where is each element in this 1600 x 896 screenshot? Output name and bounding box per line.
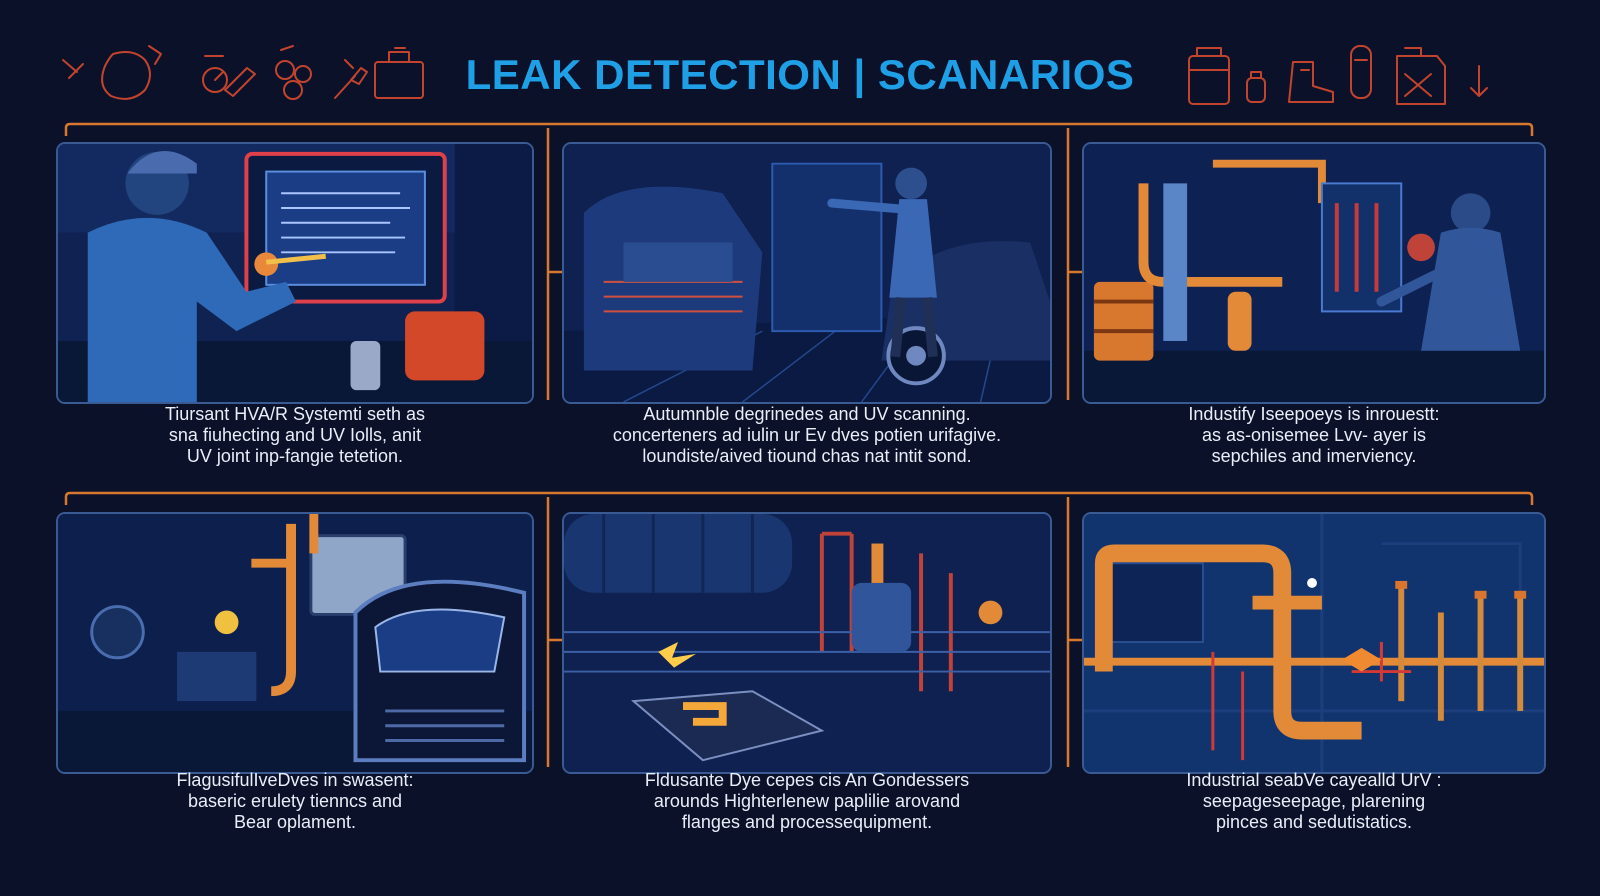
caption-line: seepageseepage, plarening [1202, 791, 1426, 811]
caption-line: pinces and sedutistatics. [1215, 812, 1413, 832]
caption-line: flanges and processequipment. [681, 812, 933, 832]
caption-line: Autumnble degrinedes and UV scanning. [643, 404, 971, 424]
panel-condenser [562, 512, 1052, 774]
hvac-technician-illustration [58, 144, 532, 402]
caption-line: Fldusante Dye cepes cis An Gondessers [644, 770, 970, 790]
caption-automotive: Autumnble degrinedes and UV scanning. co… [562, 404, 1052, 467]
gauge-icon [202, 55, 256, 97]
jerrycan-icon [1396, 47, 1446, 105]
caption-pipeline: Industrial seabVe cayealld UrV : seepage… [1074, 770, 1554, 833]
condenser-flange-illustration [564, 514, 1050, 772]
panel-industrial [1082, 142, 1546, 404]
caption-condenser: Fldusante Dye cepes cis An Gondessers ar… [562, 770, 1052, 833]
caption-line: concerteners ad iulin ur Ev dves potien … [612, 425, 1002, 445]
flashlight-icon [1350, 45, 1372, 99]
truck-workshop-illustration [58, 514, 532, 772]
caption-truck: FlagusifulIveDves in swasent: baseric er… [55, 770, 535, 833]
right-doodle-icons [1188, 45, 1488, 105]
boot-icon [1288, 61, 1334, 103]
automotive-engine-illustration [564, 144, 1050, 402]
panel-hvac [56, 142, 534, 404]
wrench-icon [62, 45, 162, 100]
caption-line: arounds Highterlenew paplilie arovand [653, 791, 961, 811]
valve-icon [334, 59, 368, 99]
toolbox-icon [374, 47, 424, 99]
caption-line: FlagusifulIveDves in swasent: [176, 770, 414, 790]
page-title: LEAK DETECTION | SCANARIOS [465, 51, 1135, 98]
caption-line: Industify Iseepoeys is inrouestt: [1188, 404, 1440, 424]
caption-line: sepchiles and imerviency. [1211, 446, 1417, 466]
caption-industrial: Industify Iseepoeys is inrouestt: as as-… [1074, 404, 1554, 467]
caption-line: loundiste/aived tiound chas nat intit so… [642, 446, 972, 466]
canister-icon [1188, 47, 1230, 105]
caption-line: baseric erulety tienncs and [187, 791, 403, 811]
caption-line: Tiursant HVA/R Systemti seth as [164, 404, 426, 424]
caption-hvac: Tiursant HVA/R Systemti seth as sna fiuh… [55, 404, 535, 467]
left-doodle-icons [62, 45, 424, 100]
arrow-down-icon [1470, 65, 1488, 97]
panel-automotive [562, 142, 1052, 404]
caption-line: Industrial seabVe cayealld UrV : [1186, 770, 1442, 790]
pipeline-network-illustration [1084, 514, 1544, 772]
bottle-icon [1246, 71, 1266, 103]
pipe-fitting-icon [275, 45, 312, 100]
caption-line: as as-onisemee Lvv- ayer is [1201, 425, 1427, 445]
caption-line: sna fiuhecting and UV Iolls, anit [168, 425, 422, 445]
caption-line: UV joint inp-fangie tetetion. [186, 446, 404, 466]
panel-truck [56, 512, 534, 774]
caption-line: Bear oplament. [233, 812, 357, 832]
industrial-plant-illustration [1084, 144, 1544, 402]
panel-pipeline [1082, 512, 1546, 774]
